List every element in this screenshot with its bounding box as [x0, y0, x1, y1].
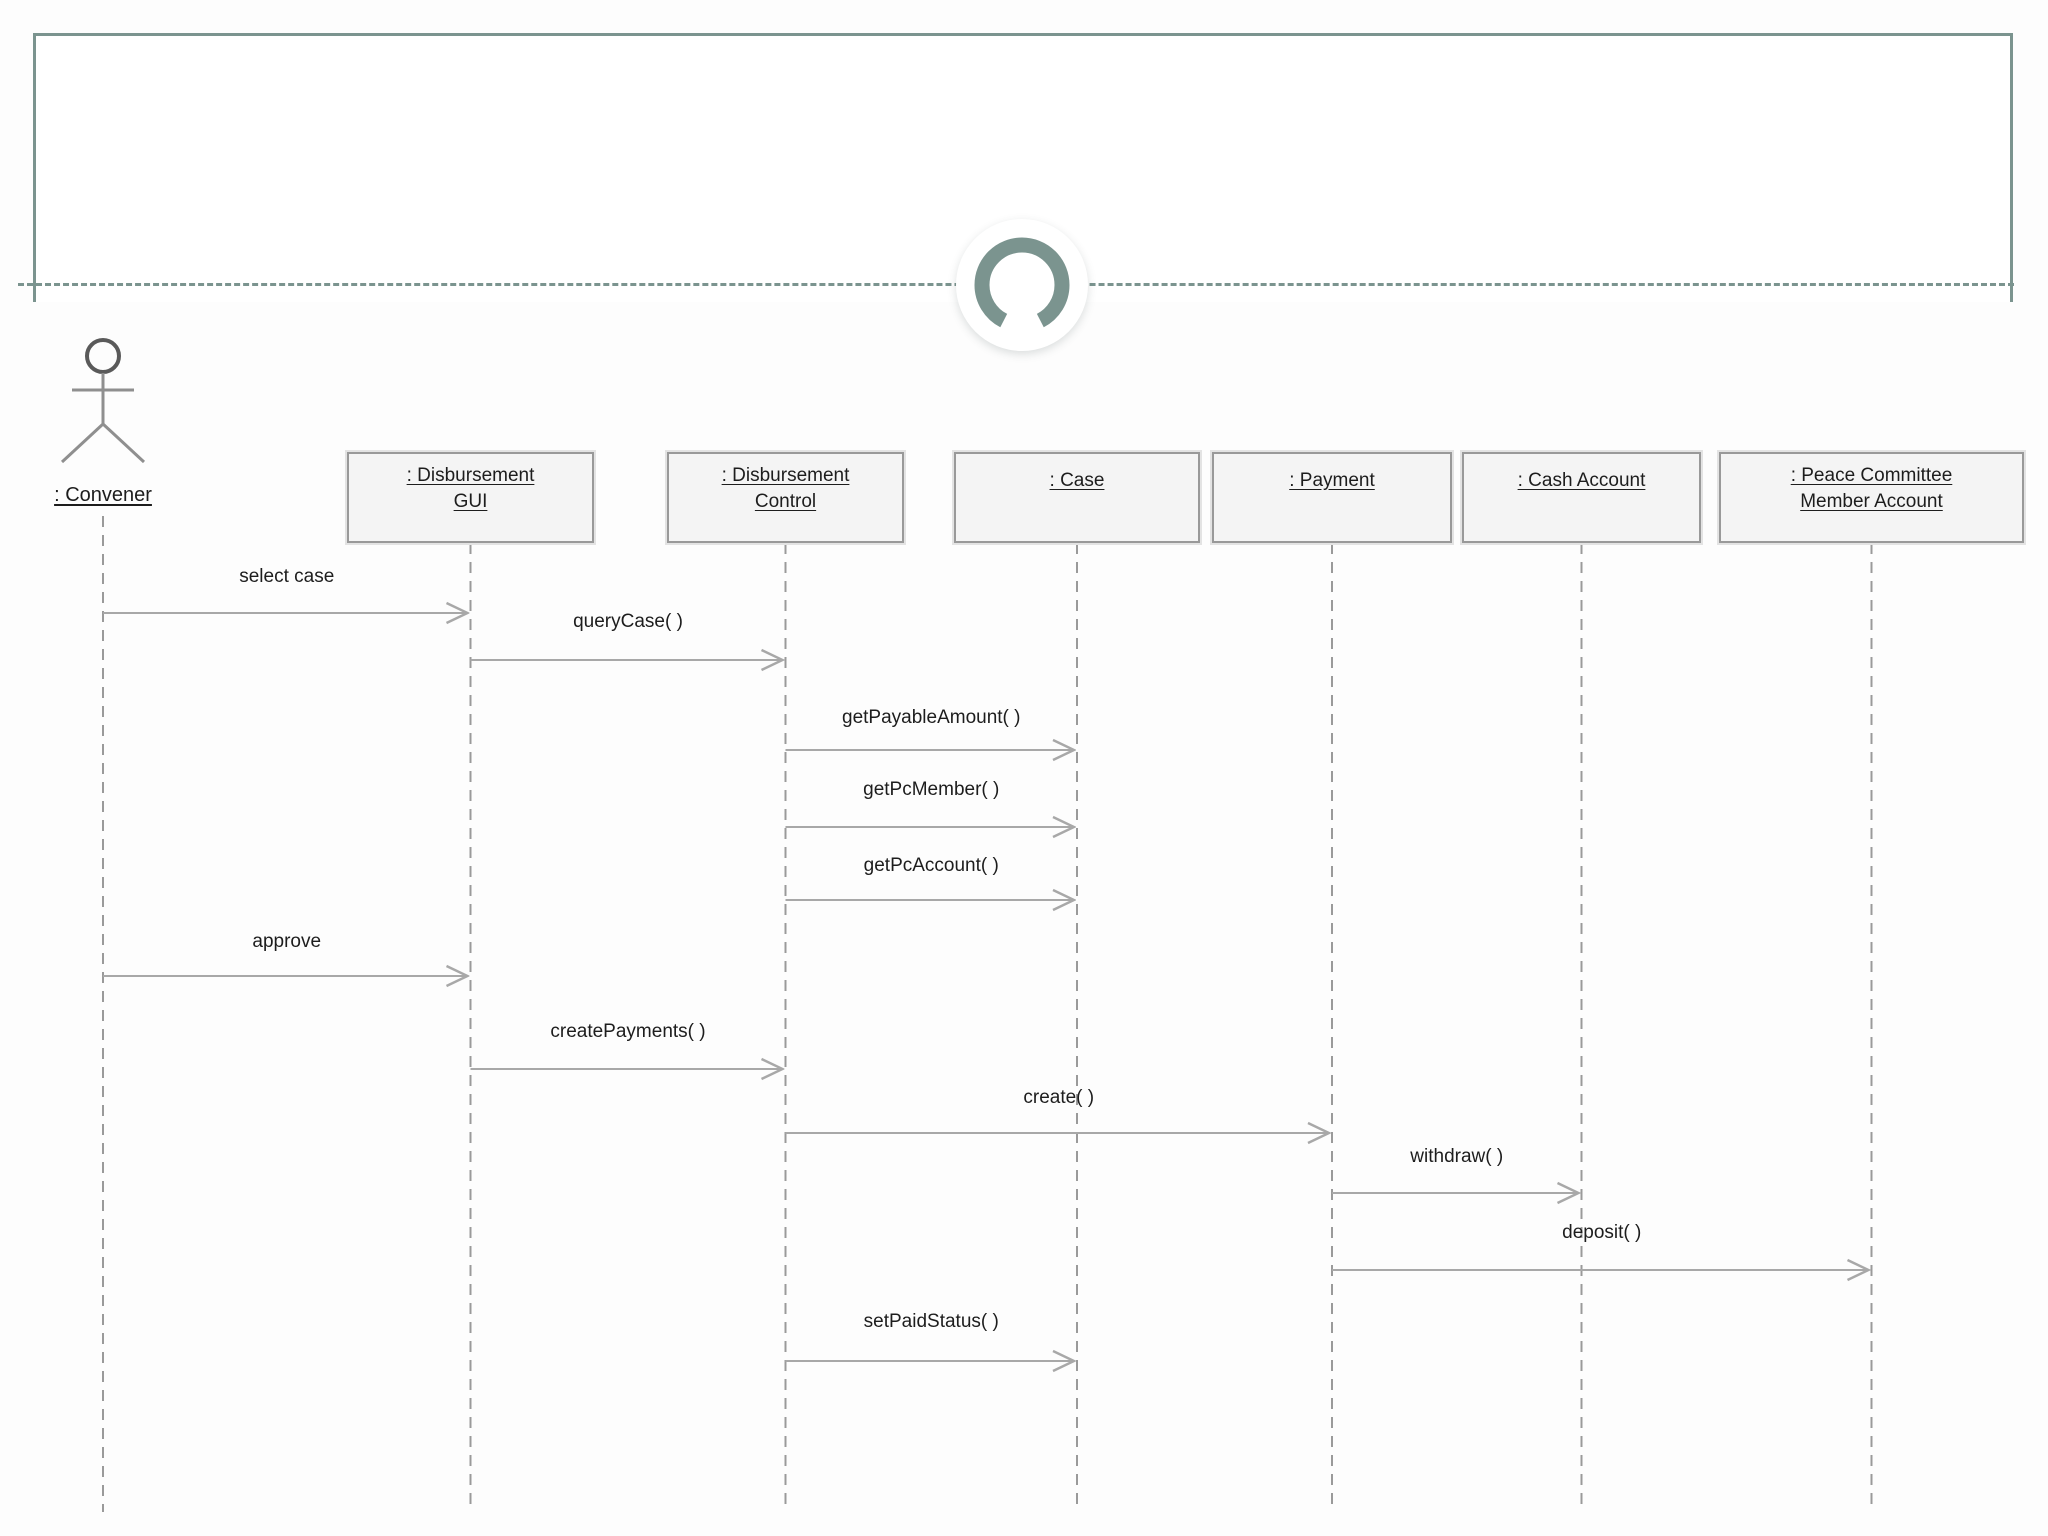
- message-arrows: [103, 613, 1869, 1361]
- object-box-payment: : Payment: [1212, 452, 1452, 543]
- object-label: : Case: [1049, 470, 1105, 491]
- ring-ornament: [956, 219, 1088, 351]
- object-label: : Cash Account: [1517, 470, 1646, 491]
- message-label: getPayableAmount( ): [842, 707, 1021, 728]
- message-label: approve: [252, 931, 322, 952]
- actor-label: : Convener: [54, 484, 152, 506]
- object-label: : Payment: [1289, 470, 1375, 491]
- message-label: select case: [239, 566, 335, 587]
- message-label: getPcMember( ): [863, 779, 1000, 800]
- message-label: setPaidStatus( ): [863, 1311, 999, 1332]
- object-box-cash-account: : Cash Account: [1462, 452, 1701, 543]
- object-box-case: : Case: [954, 452, 1200, 543]
- actor-head: [85, 338, 121, 374]
- object-label: Member Account: [1800, 491, 1943, 512]
- message-label: getPcAccount( ): [863, 855, 999, 876]
- message-label: queryCase( ): [573, 611, 683, 632]
- message-label: createPayments( ): [550, 1021, 706, 1042]
- ring-icon: [974, 237, 1070, 333]
- message-label: create( ): [1023, 1087, 1095, 1108]
- message-label: deposit( ): [1562, 1222, 1642, 1243]
- object-label: : Disbursement: [406, 465, 535, 486]
- object-label: GUI: [453, 491, 488, 512]
- actor-stick-figure-icon: [60, 338, 146, 464]
- lifelines: [102, 516, 1873, 1512]
- message-label: withdraw( ): [1410, 1146, 1504, 1167]
- object-label: : Peace Committee: [1790, 465, 1953, 486]
- object-label: : Disbursement: [721, 465, 850, 486]
- object-label: Control: [754, 491, 817, 512]
